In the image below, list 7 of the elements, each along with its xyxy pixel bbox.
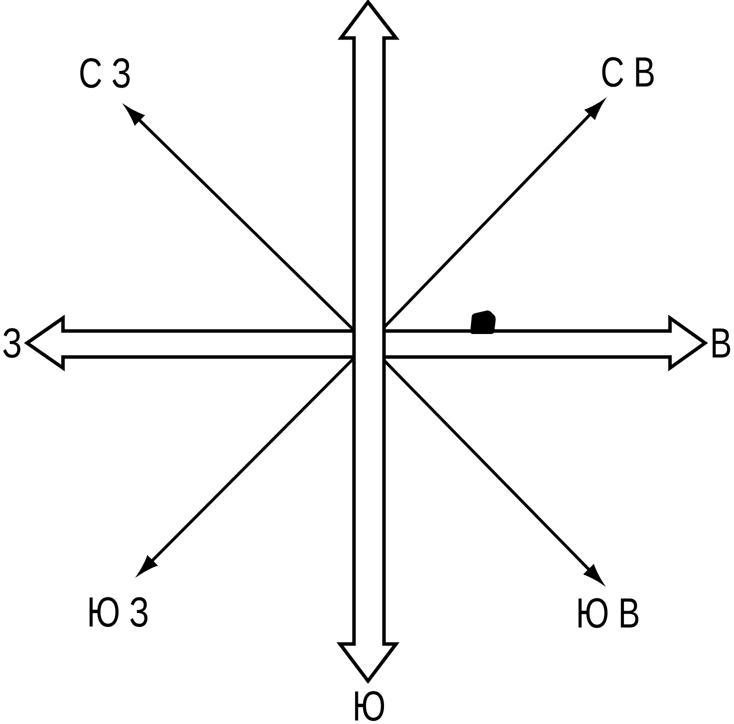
direction-label: З (3, 328, 20, 358)
direction-label: В (712, 328, 730, 358)
direction-label: Ю В (578, 598, 638, 628)
direction-label: С З (80, 58, 130, 88)
direction-label: С В (602, 57, 654, 87)
direction-label: Ю З (90, 597, 148, 627)
direction-label: Ю (355, 691, 384, 721)
